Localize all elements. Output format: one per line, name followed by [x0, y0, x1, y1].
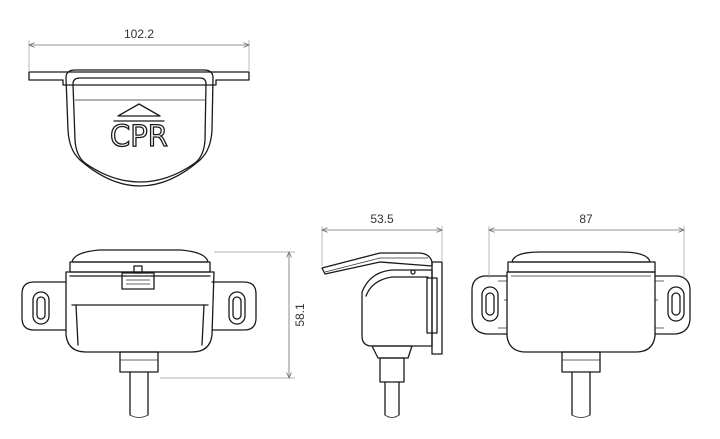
dimension-width-top: 102.2	[124, 27, 154, 41]
dimension-width-rear: 87	[579, 212, 593, 226]
rear-view: 87	[471, 212, 691, 418]
front-view: 58.1	[21, 249, 307, 418]
dimension-height-front: 58.1	[293, 303, 307, 327]
dimension-depth-side: 53.5	[370, 212, 394, 226]
triangle-arrow-icon	[117, 103, 161, 117]
cpr-logo: CPR	[110, 119, 168, 153]
side-view: 53.5	[322, 212, 442, 418]
top-view: CPR 102.2	[29, 27, 249, 187]
